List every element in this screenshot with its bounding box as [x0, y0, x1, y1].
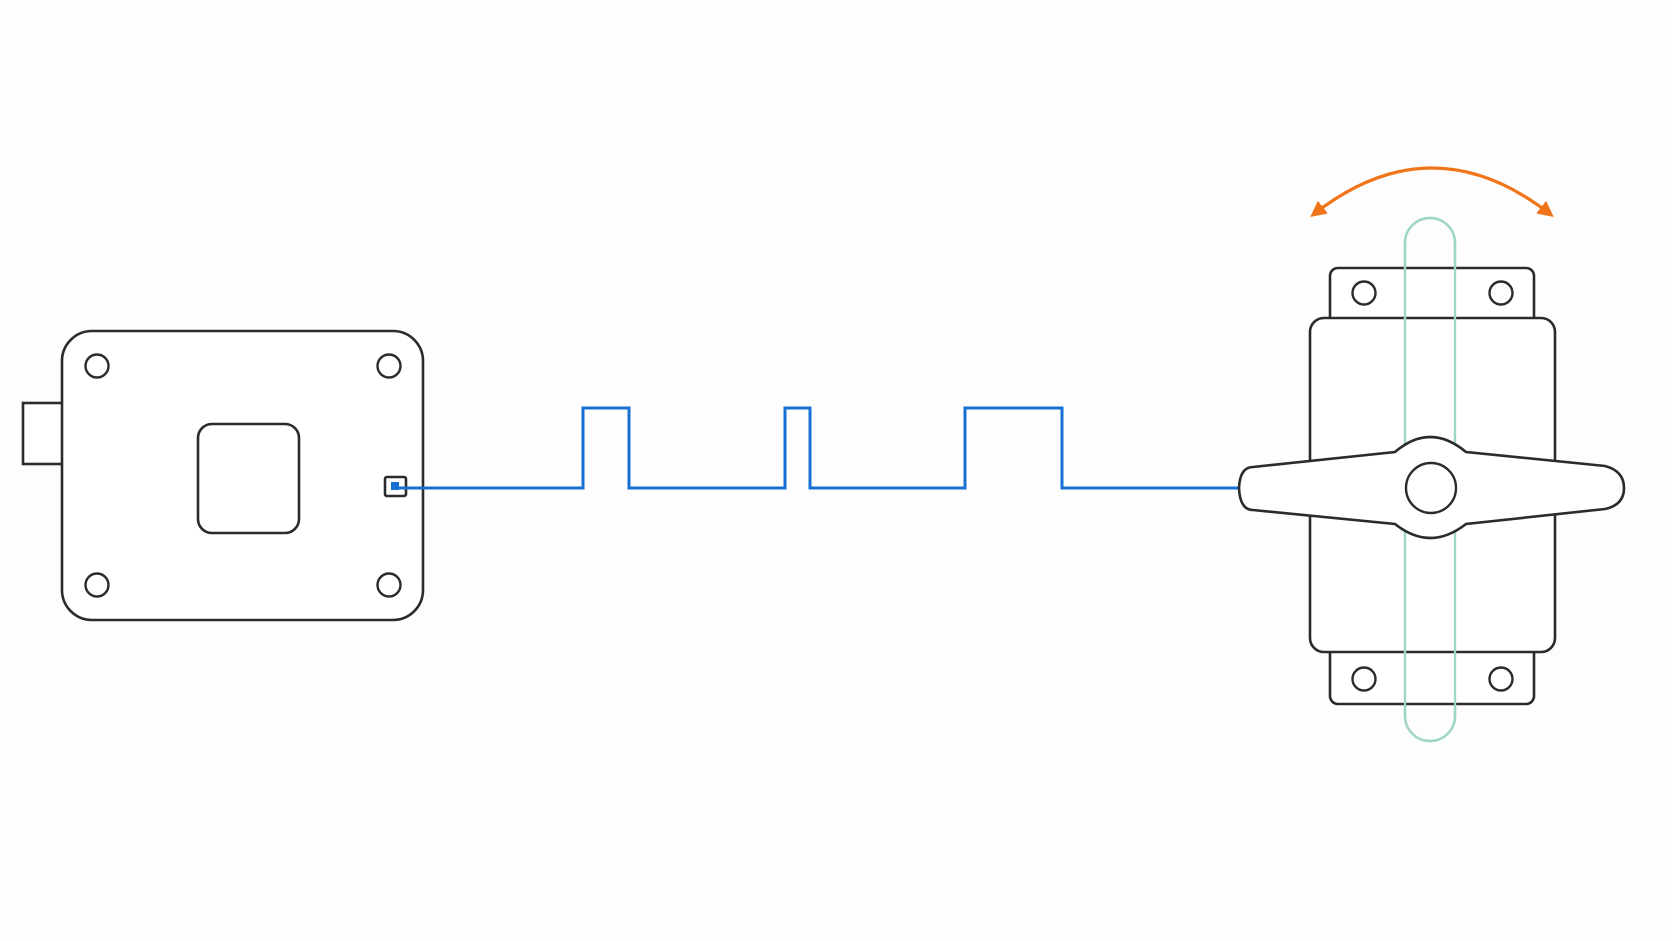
board-chip	[196, 422, 301, 535]
pwm-signal-wire	[398, 406, 1250, 490]
signal-pin-dot	[391, 482, 399, 490]
mounting-hole-top-right	[376, 353, 402, 379]
mounting-hole-top-left	[84, 353, 110, 379]
mounting-hole-bottom-left	[84, 572, 110, 598]
mounting-hole-bottom-right	[376, 572, 402, 598]
servo-screw-hole-bottom-right	[1488, 666, 1514, 692]
servo-screw-hole-top-left	[1351, 280, 1377, 306]
bidirectional-rotation-arrow-icon	[1310, 166, 1554, 217]
servo-horn	[1237, 435, 1626, 540]
servo-horn-hub	[1404, 461, 1458, 515]
servo-screw-hole-bottom-left	[1351, 666, 1377, 692]
servo-screw-hole-top-right	[1488, 280, 1514, 306]
controller-board	[21, 329, 425, 622]
